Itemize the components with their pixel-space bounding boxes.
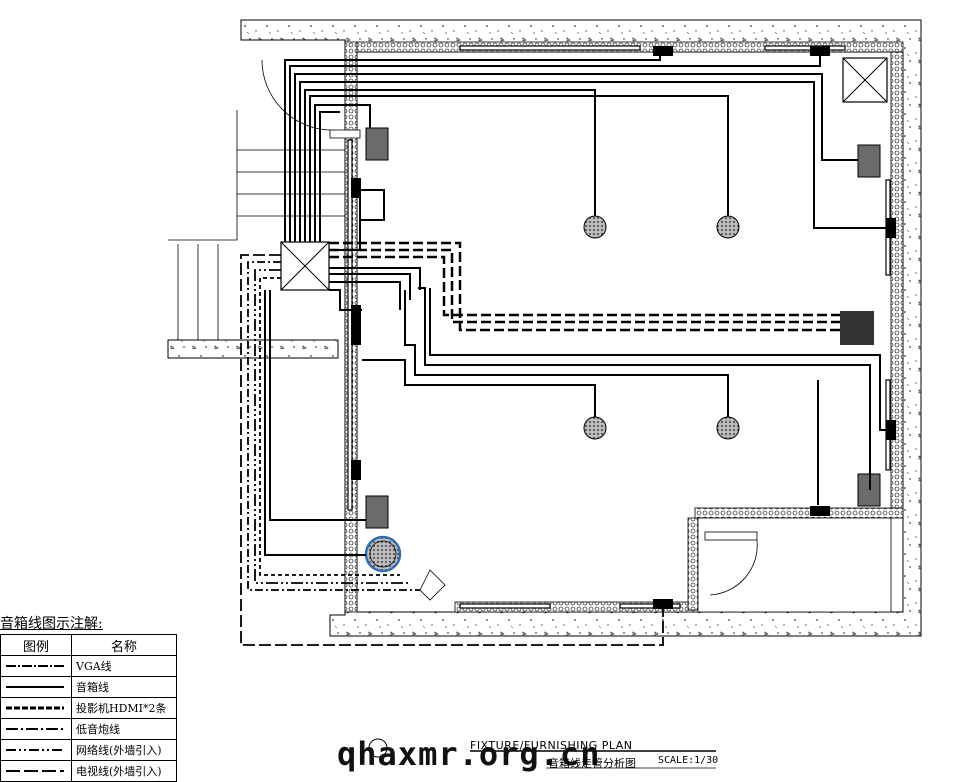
- legend-label: 低音炮线: [71, 718, 177, 740]
- legend-row: 投影机HDMI*2条: [0, 697, 177, 719]
- watermark-text: qhaxmr.org.cn: [337, 735, 601, 773]
- legend-label: 投影机HDMI*2条: [71, 697, 177, 719]
- junction-boxes: [280, 57, 888, 291]
- floor-outlet: [364, 535, 402, 573]
- legend-header-name: 名称: [71, 634, 177, 656]
- legend-label: 音箱线: [71, 676, 177, 698]
- legend-row: VGA线: [0, 655, 177, 677]
- external-cables: [240, 254, 664, 646]
- legend-sample: [0, 697, 72, 719]
- legend-title: 音箱线图示注解:: [0, 616, 103, 632]
- subwoofer: [840, 311, 874, 345]
- legend-label: 电视线(外墙引入): [71, 760, 177, 782]
- legend-sample: [0, 655, 72, 677]
- plan-title: FIXTURE/FURNISHING PLAN: [470, 739, 633, 752]
- legend-label: 网络线(外墙引入): [71, 739, 177, 761]
- legend-table: 图例 名称 VGA线 音箱线 投影机HDMI*2条 低音炮线 网络线(外墙引入)…: [0, 634, 177, 782]
- legend-sample: [0, 718, 72, 740]
- hdmi-cables: [329, 241, 840, 332]
- plan-scale: SCALE:1/30: [658, 755, 719, 766]
- legend-sample: [0, 739, 72, 761]
- legend-header-symbol: 图例: [0, 634, 72, 656]
- legend-row: 音箱线: [0, 676, 177, 698]
- legend-row: 网络线(外墙引入): [0, 739, 177, 761]
- legend-header-row: 图例 名称: [0, 634, 177, 656]
- legend-row: 低音炮线: [0, 718, 177, 740]
- title-rule: [368, 738, 716, 769]
- legend-sample: [0, 676, 72, 698]
- door-swings: [419, 531, 758, 601]
- legend-row: 电视线(外墙引入): [0, 760, 177, 782]
- legend-sample: [0, 760, 72, 782]
- speaker-cables: [264, 50, 886, 556]
- plan-subtitle: 音箱线走管分析图: [548, 757, 636, 770]
- legend-label: VGA线: [71, 655, 177, 677]
